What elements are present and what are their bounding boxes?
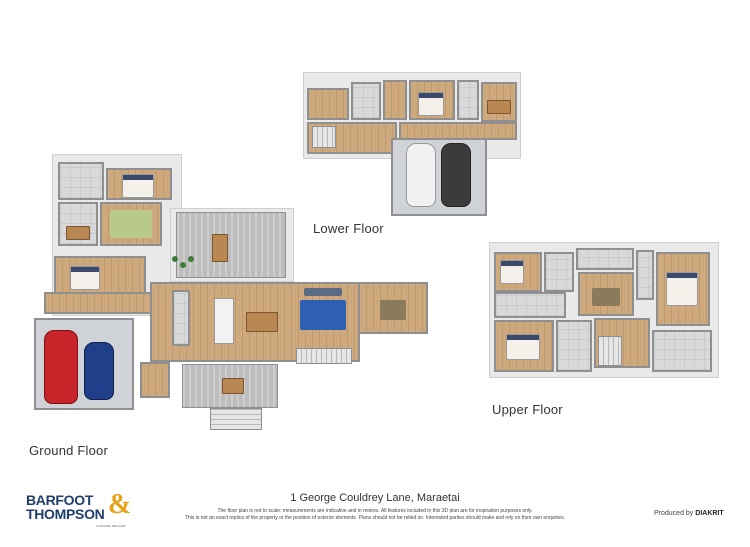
upper-ensuite	[556, 320, 592, 372]
ground-front-table	[222, 378, 244, 394]
lower-bedroom-1	[409, 80, 455, 120]
disclaimer-line-2: This is not an exact replica of the prop…	[184, 515, 566, 521]
property-address: 1 George Couldrey Lane, Maraetai	[290, 492, 460, 504]
lower-bathroom	[351, 82, 381, 120]
ground-kitchen-bench	[172, 290, 190, 346]
lower-desk	[487, 100, 511, 114]
ground-family-rug	[380, 300, 406, 320]
lower-floor-label: Lower Floor	[313, 221, 384, 236]
lower-stairs	[312, 126, 336, 148]
ground-floor-label: Ground Floor	[29, 443, 108, 458]
upper-wardrobe-1	[544, 252, 574, 292]
plant-icon	[188, 256, 194, 262]
upper-floor-label: Upper Floor	[492, 402, 563, 417]
ground-hall	[44, 292, 154, 314]
upper-balcony	[652, 330, 712, 372]
lower-bed-1	[418, 92, 444, 116]
ground-study-desk	[66, 226, 90, 240]
dark-car	[441, 143, 471, 207]
brand-tagline: LICENSED REA 2008	[96, 524, 126, 528]
blue-car	[84, 342, 114, 400]
lower-ensuite	[457, 80, 479, 120]
ground-kitchen-island	[214, 298, 234, 344]
upper-bedroom-2	[494, 320, 554, 372]
lower-corridor	[399, 122, 517, 140]
producer-name: DIAKRIT	[695, 510, 724, 517]
upper-stairs	[598, 336, 622, 366]
white-car	[406, 143, 436, 207]
upper-bed-2	[506, 334, 540, 360]
brand-name-line2: THOMPSON	[26, 506, 105, 522]
brand-ampersand: &	[108, 489, 132, 520]
ground-front-steps	[210, 408, 262, 430]
ground-master-bed	[122, 174, 154, 198]
plant-icon	[172, 256, 178, 262]
ground-stairs	[296, 348, 352, 364]
ground-wardrobe	[58, 162, 104, 200]
ground-deck-table	[212, 234, 228, 262]
ground-entry	[140, 362, 170, 398]
upper-living-rug	[592, 288, 620, 306]
lower-room-1	[307, 88, 349, 120]
upper-wardrobe-2	[636, 250, 654, 300]
plant-icon	[180, 262, 186, 268]
produced-by: Produced by DIAKRIT	[654, 510, 724, 517]
brand-logo: BARFOOT THOMPSON & LICENSED REA 2008	[26, 491, 131, 529]
red-car	[44, 330, 78, 404]
ground-lounge-rug	[110, 210, 152, 238]
upper-bathroom	[576, 248, 634, 270]
ground-bedroom-2	[54, 256, 146, 296]
brand-name-line1: BARFOOT	[26, 492, 94, 508]
ground-bed-2	[70, 266, 100, 290]
upper-hall	[494, 292, 566, 318]
ground-sofa	[304, 288, 342, 296]
ground-dining-table	[246, 312, 278, 332]
upper-master-bed	[666, 272, 698, 306]
upper-bed-1	[500, 260, 524, 284]
ground-living-rug	[300, 300, 346, 330]
disclaimer-line-1: The floor plan is not to scale: measurem…	[217, 508, 533, 514]
ground-upper-deck	[176, 212, 286, 278]
lower-hall	[383, 80, 407, 120]
produced-by-label: Produced by	[654, 510, 694, 517]
